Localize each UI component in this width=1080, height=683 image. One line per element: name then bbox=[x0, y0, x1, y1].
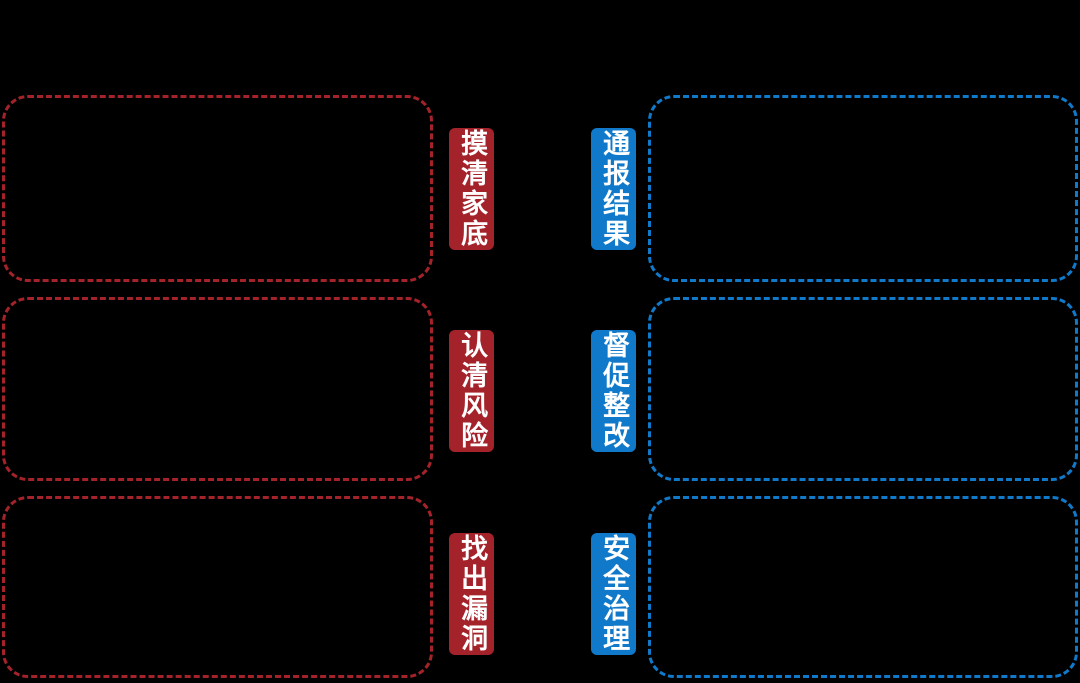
content-panel-left-row-2 bbox=[2, 297, 433, 481]
label-tab-right-row-3[interactable]: 安全治理 bbox=[591, 533, 636, 655]
label-tab-left-row-1[interactable]: 摸清家底 bbox=[449, 128, 494, 250]
content-panel-left-row-3 bbox=[2, 496, 433, 678]
content-panel-left-row-1 bbox=[2, 95, 433, 282]
label-tab-left-row-2[interactable]: 认清风险 bbox=[449, 330, 494, 452]
content-panel-right-row-3 bbox=[648, 496, 1078, 678]
label-tab-right-row-1[interactable]: 通报结果 bbox=[591, 128, 636, 250]
content-panel-right-row-1 bbox=[648, 95, 1078, 282]
label-tab-left-row-3[interactable]: 找出漏洞 bbox=[449, 533, 494, 655]
label-tab-right-row-2[interactable]: 督促整改 bbox=[591, 330, 636, 452]
content-panel-right-row-2 bbox=[648, 297, 1078, 481]
